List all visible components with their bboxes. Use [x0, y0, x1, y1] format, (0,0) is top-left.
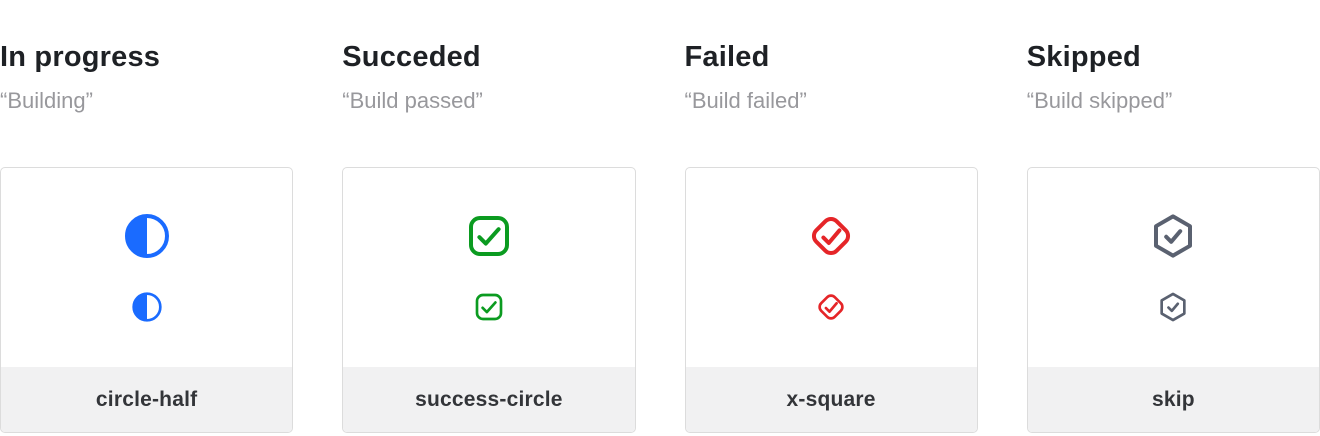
status-title: Skipped [1026, 41, 1141, 73]
circle-half-icon [131, 291, 163, 323]
icon-preview [343, 168, 634, 367]
icon-name: x-square [786, 387, 876, 411]
status-column-failed: Failed “Build failed” x [684, 0, 978, 436]
icon-card: success-circle [342, 167, 636, 433]
icon-card-footer: skip [1027, 367, 1319, 432]
icon-card: circle-half [0, 167, 294, 433]
x-square-icon [815, 291, 847, 323]
icon-preview [686, 168, 977, 367]
icon-card: x-square [684, 167, 978, 433]
skip-icon [1149, 212, 1197, 260]
status-column-in-progress: In progress “Building” [0, 0, 294, 436]
skip-icon [1157, 291, 1189, 323]
status-title: Failed [684, 41, 770, 73]
circle-half-icon [123, 212, 171, 260]
icon-name: circle-half [95, 387, 198, 411]
icon-name: skip [1151, 387, 1195, 411]
success-circle-icon [473, 291, 505, 323]
status-message: “Build skipped” [1026, 88, 1173, 113]
icon-name: success-circle [415, 387, 563, 411]
success-circle-icon [465, 212, 513, 260]
icon-card-footer: circle-half [1, 367, 293, 432]
icon-preview [1028, 168, 1319, 367]
icon-card: skip [1026, 167, 1320, 433]
status-title: Succeded [342, 41, 481, 73]
icon-card-footer: x-square [685, 367, 977, 432]
x-square-icon [807, 212, 855, 260]
status-message: “Build failed” [684, 88, 807, 113]
column-header: Succeded “Build passed” [342, 0, 635, 167]
column-header: Skipped “Build skipped” [1027, 0, 1320, 167]
status-title: In progress [0, 41, 161, 73]
status-column-succeded: Succeded “Build passed” [342, 0, 636, 436]
column-header: In progress “Building” [0, 0, 293, 167]
status-message: “Build passed” [342, 88, 483, 113]
icon-preview [1, 168, 292, 367]
status-column-skipped: Skipped “Build skipped” [1026, 0, 1320, 436]
column-header: Failed “Build failed” [685, 0, 978, 167]
status-message: “Building” [0, 88, 93, 113]
icon-card-footer: success-circle [343, 367, 635, 432]
